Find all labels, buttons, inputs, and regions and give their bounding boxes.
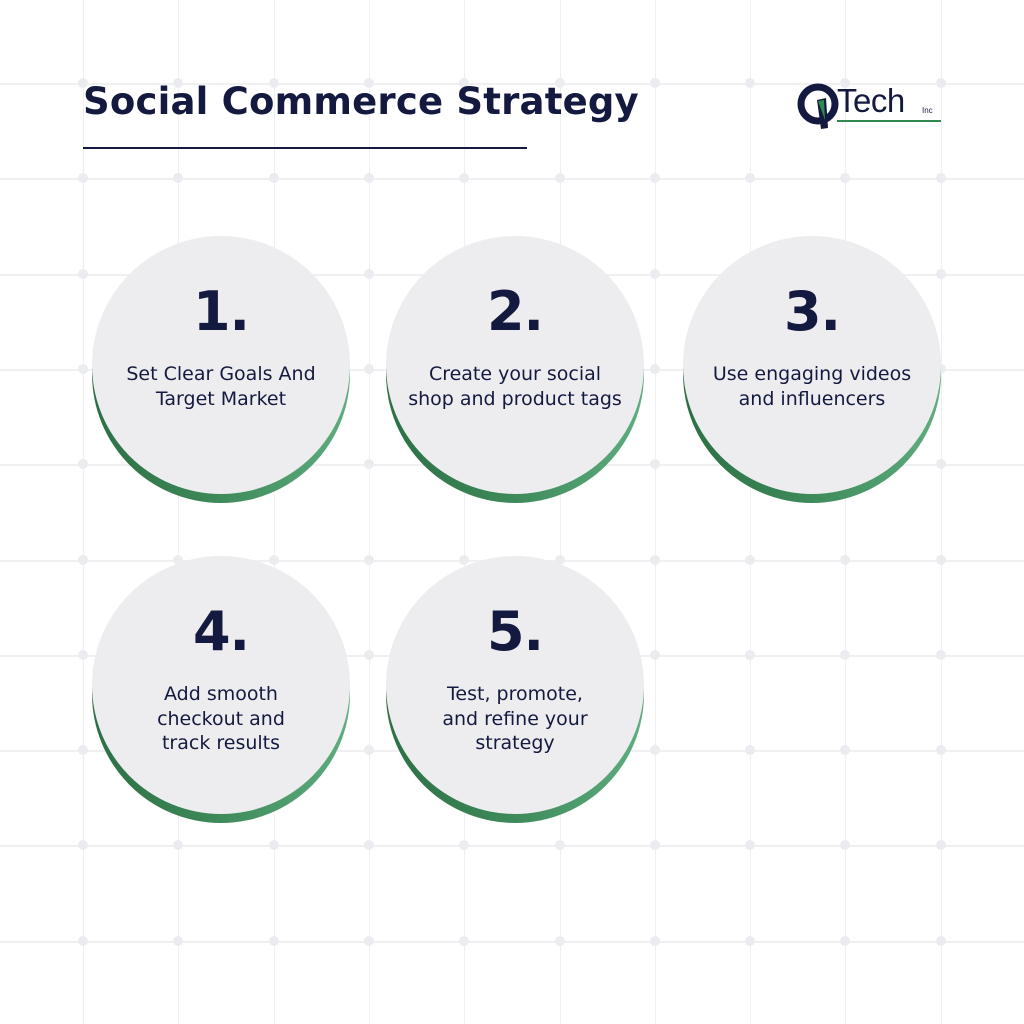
grid-dot	[364, 173, 374, 183]
grid-dot	[78, 555, 88, 565]
logo-wordmark: Tech	[837, 82, 905, 119]
step-number: 1.	[192, 280, 250, 343]
step-circle	[683, 236, 941, 494]
grid-line	[0, 845, 1024, 847]
step-circle	[386, 236, 644, 494]
step-card-4: 4. Add smooth checkout and track results	[92, 556, 350, 824]
grid-dot	[459, 936, 469, 946]
grid-dot	[650, 269, 660, 279]
grid-dot	[364, 936, 374, 946]
grid-line	[845, 0, 846, 1024]
grid-dot	[650, 173, 660, 183]
grid-dot	[364, 840, 374, 850]
grid-dot	[745, 555, 755, 565]
grid-line	[83, 0, 84, 1024]
grid-dot	[78, 936, 88, 946]
grid-line	[464, 0, 465, 1024]
qtech-logo: Tech Inc	[797, 82, 943, 134]
grid-dot	[936, 173, 946, 183]
grid-dot	[745, 745, 755, 755]
grid-dot	[364, 459, 374, 469]
step-card-1: 1. Set Clear Goals And Target Market	[92, 236, 350, 504]
grid-line	[750, 0, 751, 1024]
step-circle	[92, 236, 350, 494]
grid-dot	[936, 650, 946, 660]
grid-dot	[650, 650, 660, 660]
step-label: Use engaging videos and influencers	[712, 363, 912, 410]
grid-dot	[364, 555, 374, 565]
grid-dot	[78, 269, 88, 279]
page-title: Social Commerce Strategy	[83, 80, 639, 123]
grid-dot	[78, 650, 88, 660]
grid-dot	[840, 745, 850, 755]
grid-dot	[78, 840, 88, 850]
grid-line	[369, 0, 370, 1024]
grid-dot	[840, 840, 850, 850]
grid-dot	[555, 840, 565, 850]
grid-dot	[650, 745, 660, 755]
grid-line	[560, 0, 561, 1024]
grid-dot	[555, 173, 565, 183]
grid-dot	[173, 936, 183, 946]
grid-dot	[364, 650, 374, 660]
step-label: Set Clear Goals And Target Market	[126, 363, 316, 410]
grid-dot	[555, 936, 565, 946]
grid-line	[0, 941, 1024, 943]
logo-inc: Inc	[922, 106, 933, 115]
grid-dot	[840, 555, 850, 565]
step-number: 2.	[486, 280, 544, 343]
step-number: 3.	[783, 280, 841, 343]
grid-dot	[78, 364, 88, 374]
grid-dot	[650, 364, 660, 374]
logo-underline	[837, 120, 941, 122]
step-card-3: 3. Use engaging videos and influencers	[683, 236, 941, 504]
step-number: 5.	[486, 600, 544, 663]
grid-dot	[364, 364, 374, 374]
grid-dot	[364, 745, 374, 755]
grid-dot	[650, 936, 660, 946]
grid-line	[178, 0, 179, 1024]
grid-dot	[78, 459, 88, 469]
grid-dot	[269, 936, 279, 946]
grid-dot	[269, 840, 279, 850]
grid-dot	[936, 840, 946, 850]
grid-line	[941, 0, 942, 1024]
step-card-2: 2. Create your social shop and product t…	[386, 236, 644, 504]
step-circle	[92, 556, 350, 814]
grid-dot	[78, 173, 88, 183]
step-number: 4.	[192, 600, 250, 663]
grid-dot	[840, 173, 850, 183]
grid-dot	[840, 936, 850, 946]
grid-dot	[936, 745, 946, 755]
step-card-5: 5. Test, promote, and refine your strate…	[386, 556, 644, 824]
grid-line	[274, 0, 275, 1024]
grid-line	[655, 0, 656, 1024]
step-label: Create your social shop and product tags	[408, 363, 622, 410]
title-underline	[83, 147, 527, 149]
grid-dot	[745, 78, 755, 88]
grid-dot	[459, 840, 469, 850]
grid-dot	[364, 269, 374, 279]
grid-dot	[745, 936, 755, 946]
grid-dot	[269, 173, 279, 183]
grid-dot	[78, 745, 88, 755]
step-label: Test, promote, and refine your strategy	[442, 683, 588, 754]
grid-dot	[745, 650, 755, 660]
grid-dot	[936, 555, 946, 565]
grid-dot	[650, 78, 660, 88]
grid-line	[0, 178, 1024, 180]
grid-dot	[650, 840, 660, 850]
grid-dot	[745, 173, 755, 183]
grid-dot	[650, 459, 660, 469]
grid-dot	[173, 173, 183, 183]
q-logo-icon	[797, 83, 839, 129]
grid-dot	[173, 840, 183, 850]
grid-dot	[650, 555, 660, 565]
grid-dot	[936, 936, 946, 946]
grid-dot	[745, 840, 755, 850]
grid-dot	[459, 173, 469, 183]
grid-dot	[840, 650, 850, 660]
step-label: Add smooth checkout and track results	[157, 683, 285, 754]
step-circle	[386, 556, 644, 814]
